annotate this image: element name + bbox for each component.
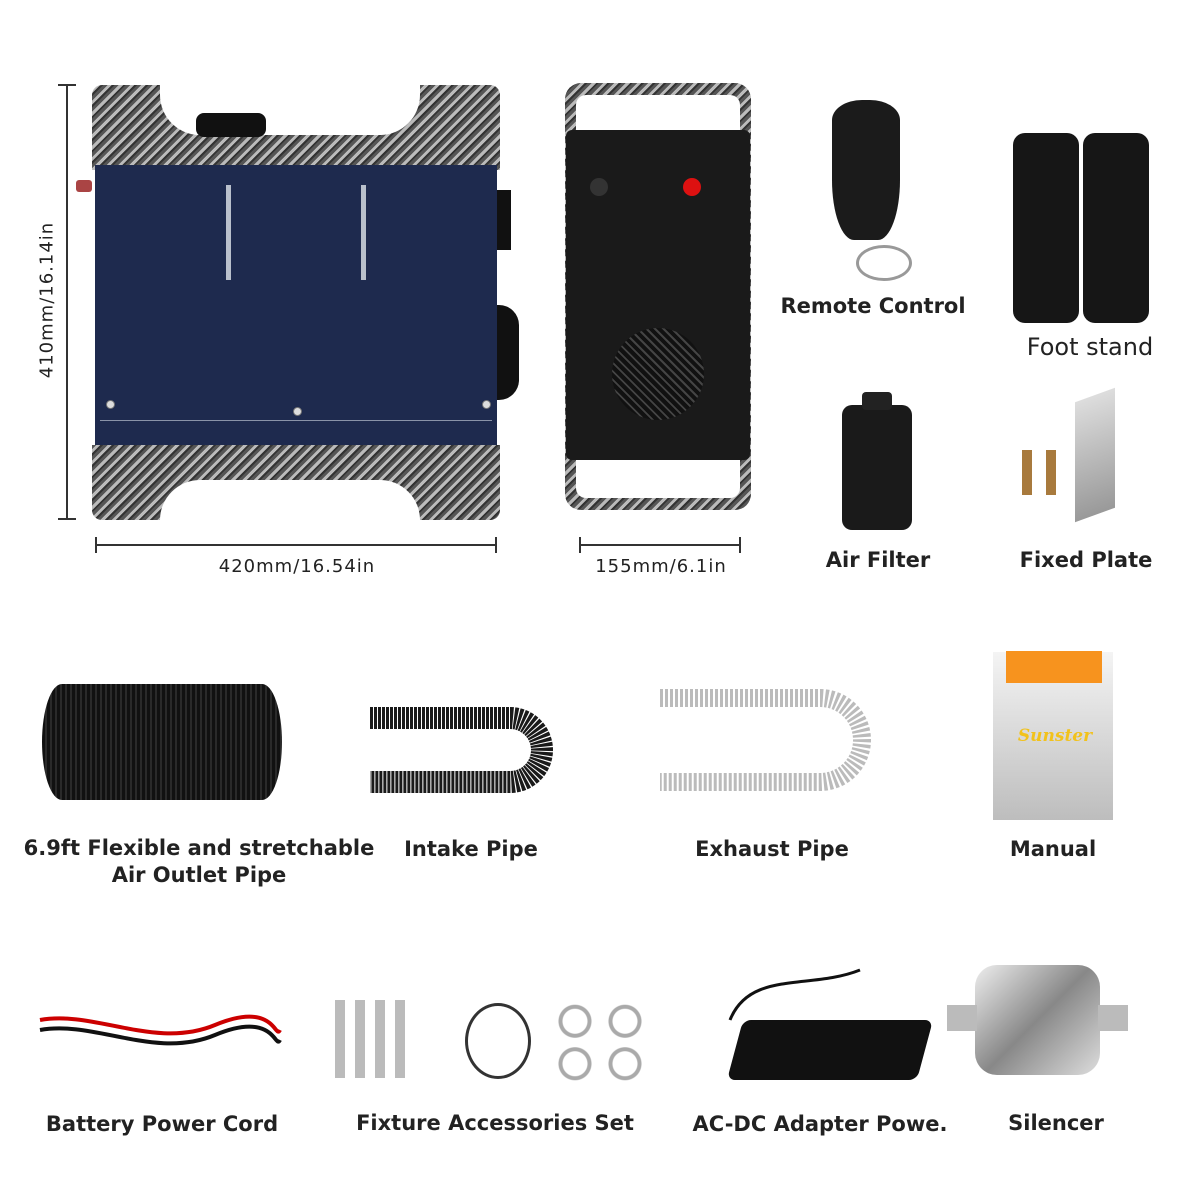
remote-control-image [832, 100, 900, 240]
fan-grille [612, 328, 704, 420]
fixture-accessories-label: Fixture Accessories Set [356, 1111, 634, 1135]
foot-stand-label: Foot stand [1026, 333, 1154, 361]
dimension-cap [739, 537, 741, 553]
exhaust-pipe-label: Exhaust Pipe [695, 837, 849, 861]
connector [76, 180, 92, 192]
depth-dimension-line [579, 544, 741, 546]
air-outlet-pipe-image [42, 684, 282, 800]
dimension-cap [579, 537, 581, 553]
screws-image [335, 1000, 415, 1078]
battery-power-cord-image [39, 1014, 282, 1046]
intake-pipe-label: Intake Pipe [404, 837, 538, 861]
air-outlet [497, 305, 519, 400]
screw [482, 400, 491, 409]
air-outlet-pipe-label-line2: Air Outlet Pipe [111, 863, 287, 887]
vent-slot [226, 185, 231, 280]
dimension-cap [95, 537, 97, 553]
foot-stand-left [1013, 133, 1079, 323]
height-dimension-label: 410mm/16.14in [36, 221, 58, 379]
manual-orange-band [1006, 651, 1102, 683]
power-led [683, 178, 701, 196]
depth-dimension-label: 155mm/6.1in [595, 556, 727, 577]
width-dimension-line [95, 544, 497, 546]
height-dimension-line [66, 85, 68, 519]
hose-clamps-small [550, 1000, 650, 1085]
air-filter-label: Air Filter [825, 548, 931, 572]
battery-power-cord-label: Battery Power Cord [45, 1112, 279, 1136]
fixed-plate-label: Fixed Plate [1019, 548, 1153, 572]
dimension-cap [495, 537, 497, 553]
screw [106, 400, 115, 409]
vent-slot [361, 185, 366, 280]
body-seam [100, 420, 492, 421]
keyring [856, 245, 912, 281]
bolt [1022, 450, 1032, 495]
adapter-cable [728, 968, 861, 1021]
silencer-label: Silencer [1008, 1111, 1104, 1135]
silencer-pipe [947, 1005, 977, 1031]
foot-stand-right [1083, 133, 1149, 323]
screw [293, 407, 302, 416]
base-cutout [160, 480, 420, 522]
fuel-cap [196, 113, 266, 137]
air-outlet-pipe-label-line1: 6.9ft Flexible and stretchable [23, 836, 375, 860]
manual-brand-logo: Sunster [1017, 726, 1093, 746]
heater-body [95, 165, 497, 445]
filter-inlet [862, 392, 892, 410]
exhaust-pipe-image [660, 689, 871, 791]
dimension-cap [58, 518, 76, 520]
manual-label: Manual [1009, 837, 1097, 861]
button [590, 178, 608, 196]
intake-pipe-image [370, 707, 553, 793]
air-filter-image [842, 405, 912, 530]
hose-clamp-large [465, 1003, 531, 1079]
width-dimension-label: 420mm/16.54in [218, 556, 376, 577]
silencer-image [975, 965, 1100, 1075]
fixed-plate-image [1075, 387, 1115, 523]
silencer-pipe [1098, 1005, 1128, 1031]
bolt [1046, 450, 1056, 495]
side-port [497, 190, 511, 250]
ac-dc-adapter-label: AC-DC Adapter Powe. [692, 1112, 948, 1136]
dimension-cap [58, 84, 76, 86]
remote-control-label: Remote Control [780, 294, 966, 318]
